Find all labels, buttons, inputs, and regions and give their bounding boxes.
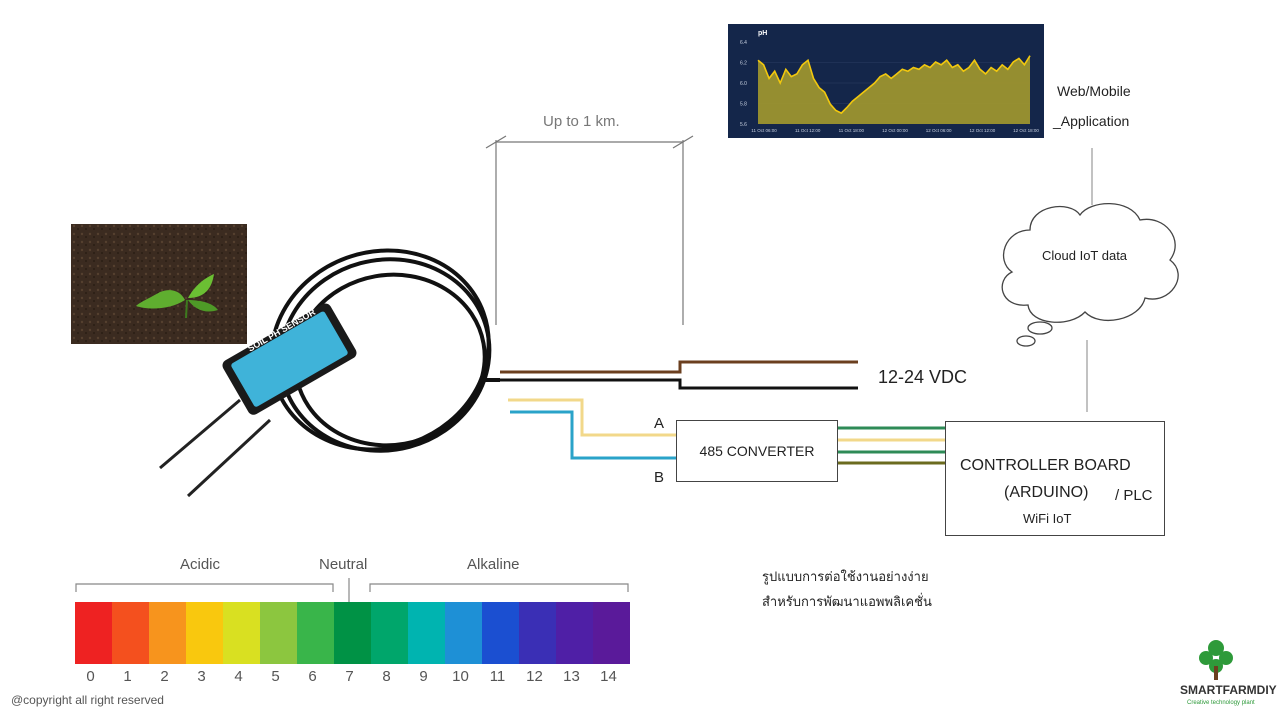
ph-scale-number: 1 [123,668,132,685]
controller-plc: / PLC [1115,487,1153,504]
wire-a-label: A [654,415,665,432]
converter-controller-wires [838,426,945,465]
distance-bracket [485,135,694,325]
ph-scale-cell [186,602,223,664]
copyright-text: @copyright all right reserved [11,693,164,707]
ph-scale-cell [593,602,630,664]
cloud-links [1086,148,1093,412]
brand-name: SMARTFARMDIY [1180,683,1277,697]
ph-scale-cell [556,602,593,664]
ph-scale-cell [334,602,371,664]
ph-scale-number: 3 [197,668,206,685]
chart-xtick-label: 12 Oct 18:00 [1013,128,1039,133]
chart-xtick-label: 11 Oct 12:00 [795,128,821,133]
ph-scale-number: 5 [271,668,280,685]
ph-scale-number: 10 [452,668,469,685]
scale-alkaline-label: Alkaline [467,556,520,573]
ph-chart: pH 6.4 6.2 6.0 5.8 5.6 11 Oct 06:00 11 Oct 12:0… [728,24,1044,138]
cloud-label: Cloud IoT data [1042,248,1128,263]
ph-scale-cell [260,602,297,664]
ph-scale-number: 12 [526,668,543,685]
sensor-probes [159,398,272,498]
chart-xtick-label: 12 Oct 00:00 [882,128,908,133]
ph-scale-cell [371,602,408,664]
ph-scale-number: 2 [160,668,169,685]
thai-note-line1: รูปแบบการต่อใช้งานอย่างง่าย [762,569,929,584]
controller-line1: CONTROLLER BOARD [960,457,1131,474]
ph-scale-cell [519,602,556,664]
signal-wires [508,398,676,460]
app-label-line2: _Application [1053,113,1130,129]
ph-scale-number: 6 [308,668,317,685]
chart-xtick-label: 11 Oct 18:00 [839,128,865,133]
ph-scale-cell [112,602,149,664]
soil-ph-sensor [222,303,357,415]
power-label: 12-24 VDC [878,367,968,387]
brand-logo [1199,640,1233,680]
scale-neutral-label: Neutral [319,556,368,573]
chart-ytick-label: 5.6 [740,122,747,128]
ph-scale-number: 9 [419,668,428,685]
chart-ytick-label: 6.0 [740,81,747,87]
ph-scale-cell [482,602,519,664]
chart-xtick-label: 12 Oct 12:00 [969,128,995,133]
ph-scale-cell [223,602,260,664]
app-label-line1: Web/Mobile [1057,83,1131,99]
chart-ytick-label: 6.4 [740,40,747,46]
ph-scale-cell [408,602,445,664]
ph-scale-number: 4 [234,668,243,685]
ph-scale-number: 7 [345,668,354,685]
chart-area [758,55,1030,125]
ph-scale-number: 0 [86,668,95,685]
chart-series-line [757,55,1031,115]
ph-scale-cell [445,602,482,664]
scale-acidic-label: Acidic [180,556,221,573]
ph-scale-number: 14 [600,668,617,685]
thai-note-line2: สำหรับการพัฒนาแอพพลิเคชั่น [762,594,932,609]
chart-title: pH [758,30,767,37]
chart-ytick-label: 5.8 [740,102,747,108]
converter-label: 485 CONVERTER [699,443,815,459]
scale-braces [75,578,629,603]
chart-xtick-label: 11 Oct 06:00 [751,128,777,133]
controller-box: CONTROLLER BOARD (ARDUINO) / PLC WiFi Io… [945,421,1165,536]
controller-line2: (ARDUINO) [1004,484,1089,501]
chart-xtick-label: 12 Oct 06:00 [926,128,952,133]
ph-chart-svg: pH 6.4 6.2 6.0 5.8 5.6 11 Oct 06:00 11 Oct 12:0… [740,30,1039,133]
wire-b-label: B [654,469,665,486]
brand-tagline: Creative technology plant [1187,700,1255,706]
ph-scale-cell [297,602,334,664]
ph-scale-number: 11 [489,668,506,685]
ph-scale-cell [75,602,112,664]
soil-seedling-image [71,224,247,344]
converter-box: 485 CONVERTER [676,420,838,482]
chart-ytick-label: 6.2 [740,61,747,67]
ph-scale-number: 13 [563,668,580,685]
ph-scale-number: 8 [382,668,391,685]
cloud-shape [1001,202,1179,347]
controller-wifi: WiFi IoT [1023,511,1072,526]
ph-scale-cell [149,602,186,664]
distance-label: Up to 1 km. [543,113,620,130]
power-wires [500,360,858,390]
